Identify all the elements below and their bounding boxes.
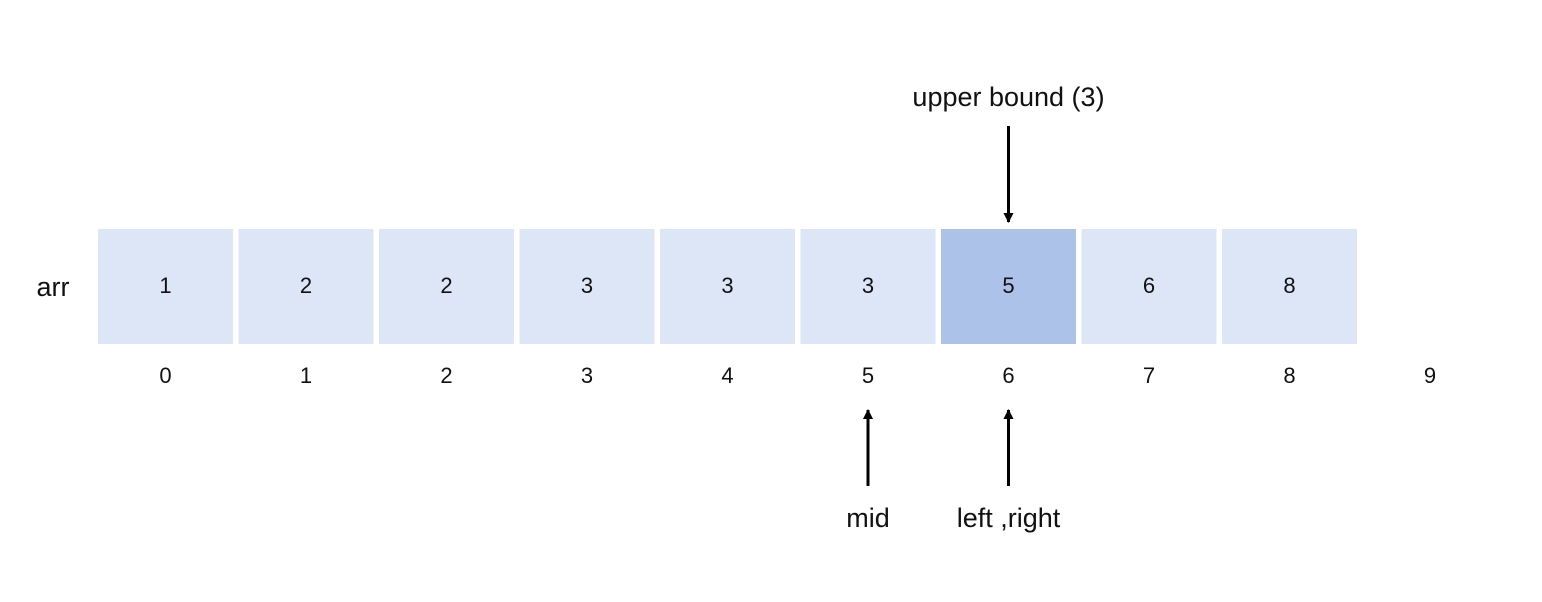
array-index-5: 5 xyxy=(862,363,874,388)
array-cell-value-4: 3 xyxy=(721,273,733,298)
left-right-label: left ,right xyxy=(957,503,1061,533)
array-cells: 1 2 2 3 3 3 5 6 8 xyxy=(98,225,1504,346)
array-name-label: arr xyxy=(37,272,70,302)
array-index-4: 4 xyxy=(721,363,733,388)
array-cell-6 xyxy=(941,229,1076,344)
array-cell-9 xyxy=(1364,225,1504,346)
array-cell-value-2: 2 xyxy=(440,273,452,298)
array-cell-value-7: 6 xyxy=(1143,273,1155,298)
array-cell-8 xyxy=(1222,229,1357,344)
array-cell-value-8: 8 xyxy=(1283,273,1295,298)
upper-bound-label: upper bound (3) xyxy=(912,82,1104,112)
array-index-8: 8 xyxy=(1283,363,1295,388)
mid-pointer: mid xyxy=(846,409,890,533)
array-cell-2 xyxy=(379,229,514,344)
array-indices: 0 1 2 3 4 5 6 7 8 9 xyxy=(159,363,1436,388)
array-index-2: 2 xyxy=(440,363,452,388)
upper-bound-pointer: upper bound (3) xyxy=(912,82,1105,223)
left-right-pointer: left ,right xyxy=(957,409,1061,533)
array-index-7: 7 xyxy=(1143,363,1155,388)
mid-label: mid xyxy=(846,503,890,533)
array-cell-4 xyxy=(660,229,795,344)
array-index-3: 3 xyxy=(581,363,593,388)
array-cell-value-5: 3 xyxy=(862,273,874,298)
array-cell-value-0: 1 xyxy=(159,273,171,298)
array-index-1: 1 xyxy=(300,363,312,388)
array-cell-value-3: 3 xyxy=(581,273,593,298)
array-index-9: 9 xyxy=(1424,363,1436,388)
array-cell-5 xyxy=(800,229,936,344)
array-index-6: 6 xyxy=(1002,363,1014,388)
array-cell-value-1: 2 xyxy=(300,273,312,298)
array-cell-0 xyxy=(98,229,233,344)
array-cell-3 xyxy=(519,229,655,344)
array-cell-7 xyxy=(1081,229,1217,344)
array-cell-value-6: 5 xyxy=(1002,273,1014,298)
array-cell-1 xyxy=(238,229,374,344)
array-index-0: 0 xyxy=(159,363,171,388)
